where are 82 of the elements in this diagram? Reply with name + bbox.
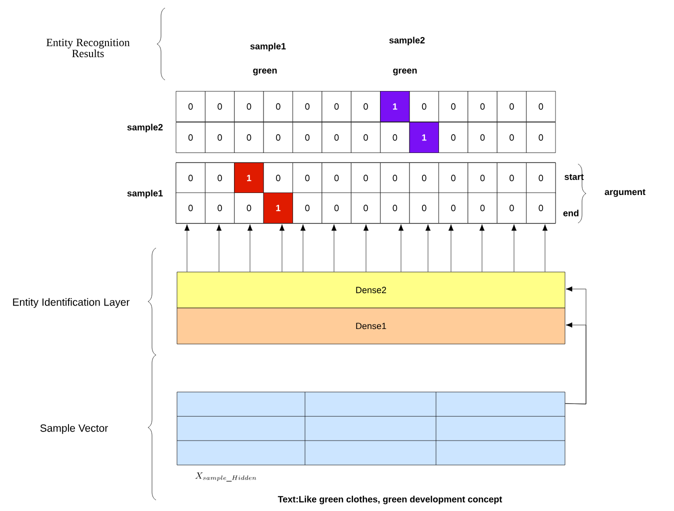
table-cell: 0: [468, 192, 498, 224]
table-cell: 0: [350, 162, 381, 194]
section-label: Sample Vector: [40, 424, 108, 434]
table-cell: 0: [176, 122, 206, 153]
table-cell: 0: [526, 122, 556, 153]
vector-grid: [176, 392, 566, 466]
table-cell: 0: [205, 122, 235, 153]
arrow: [184, 224, 190, 272]
arrow: [216, 224, 222, 272]
column-label: green: [393, 68, 417, 76]
arrow: [448, 224, 454, 272]
table-cell: 0: [234, 91, 264, 122]
table-cell: 0: [322, 91, 352, 122]
table-cell: 0: [176, 162, 206, 194]
table-cell: 0: [205, 91, 235, 122]
arrow: [398, 224, 404, 272]
arrow: [511, 224, 517, 272]
table-cell: 0: [409, 91, 439, 122]
arrow: [565, 322, 586, 404]
vector-label: $X_{sample\_Hidden}$: [195, 472, 256, 482]
arrow: [479, 224, 485, 272]
table-cell: 0: [496, 91, 527, 122]
table-cell: 0: [468, 162, 498, 194]
table-cell: 0: [322, 122, 352, 153]
table-cell: 0: [438, 162, 468, 194]
table-cell: 0: [205, 192, 235, 224]
table-cell: 0: [350, 91, 381, 122]
table-cell: 0: [263, 91, 293, 122]
arrow: [425, 224, 431, 272]
arrow: [279, 224, 285, 272]
table-cell: 0: [380, 192, 410, 224]
table-cell: 0: [176, 91, 206, 122]
table-cell: 0: [438, 122, 468, 153]
table-cell: 0: [409, 192, 439, 224]
table-cell: 0: [496, 192, 527, 224]
section-label: Entity Recognition Results: [46, 38, 130, 58]
table-cell: 0: [176, 192, 206, 224]
table-cell: 0: [234, 122, 264, 153]
table-cell: 0: [526, 162, 556, 194]
column-label: sample1: [250, 42, 286, 52]
table-cell: 1: [409, 122, 439, 153]
table-cell: 0: [292, 162, 322, 194]
row-label: sample2: [127, 124, 163, 132]
layer-box: Dense1: [176, 308, 566, 344]
table-cell: 0: [205, 162, 235, 194]
brace-label: argument: [604, 189, 646, 197]
table-cell: 0: [496, 162, 527, 194]
table-cell: 0: [526, 192, 556, 224]
arrow: [331, 224, 337, 272]
arrow: [542, 224, 548, 272]
table-cell: 0: [263, 162, 293, 194]
table-cell: 0: [526, 91, 556, 122]
arrow: [300, 224, 306, 272]
arrow: [247, 224, 253, 272]
table-cell: 0: [263, 122, 293, 153]
table-cell: 1: [234, 162, 264, 194]
table-cell: 0: [380, 162, 410, 194]
table-cell: 0: [468, 122, 498, 153]
table-cell: 1: [263, 192, 293, 224]
table-cell: 0: [496, 122, 527, 153]
caption-text: Text:Like green clothes, green development concept: [278, 496, 502, 504]
table-cell: 0: [292, 91, 322, 122]
table-cell: 0: [350, 122, 381, 153]
layer-box: Dense2: [176, 272, 566, 308]
arrow: [363, 224, 369, 272]
table-cell: 0: [438, 91, 468, 122]
table-cell: 0: [292, 192, 322, 224]
table-cell: 0: [380, 122, 410, 153]
table-cell: 0: [438, 192, 468, 224]
column-label: green: [253, 68, 277, 76]
table-cell: 0: [322, 162, 352, 194]
row-label: start: [564, 174, 584, 180]
table-cell: 1: [380, 91, 410, 122]
table-cell: 0: [350, 192, 381, 224]
table-cell: 0: [409, 162, 439, 194]
row-label: sample1: [127, 190, 163, 198]
table-cell: 0: [234, 192, 264, 224]
column-label: sample2: [389, 36, 425, 46]
section-label: Entity Identification Layer: [13, 298, 130, 308]
table-cell: 0: [292, 122, 322, 153]
table-cell: 0: [468, 91, 498, 122]
table-cell: 0: [322, 192, 352, 224]
